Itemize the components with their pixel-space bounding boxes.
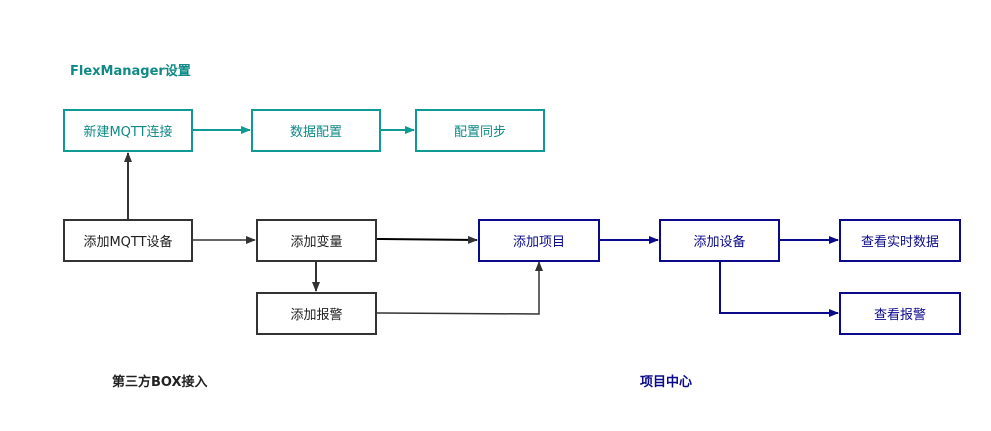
node-add-project: 添加项目 xyxy=(478,219,600,262)
node-view-realtime-data: 查看实时数据 xyxy=(839,219,961,262)
group-label-flexmanager: FlexManager设置 xyxy=(70,64,191,79)
node-add-variable: 添加变量 xyxy=(256,219,377,262)
group-label-third-party-box: 第三方BOX接入 xyxy=(112,375,208,390)
group-label-project-center: 项目中心 xyxy=(640,375,693,390)
node-add-mqtt-device: 添加MQTT设备 xyxy=(63,219,193,262)
node-view-alarm: 查看报警 xyxy=(839,292,961,335)
node-add-device: 添加设备 xyxy=(659,219,780,262)
node-new-mqtt-connection: 新建MQTT连接 xyxy=(63,109,193,152)
edge-add-device-to-view-alarm xyxy=(719,261,839,317)
node-add-alarm: 添加报警 xyxy=(256,292,377,335)
edge-add-alarm-to-add-project xyxy=(376,261,543,315)
edge-add-variable-to-add-project xyxy=(376,235,478,244)
node-config-sync: 配置同步 xyxy=(415,109,545,152)
node-data-config: 数据配置 xyxy=(251,109,381,152)
